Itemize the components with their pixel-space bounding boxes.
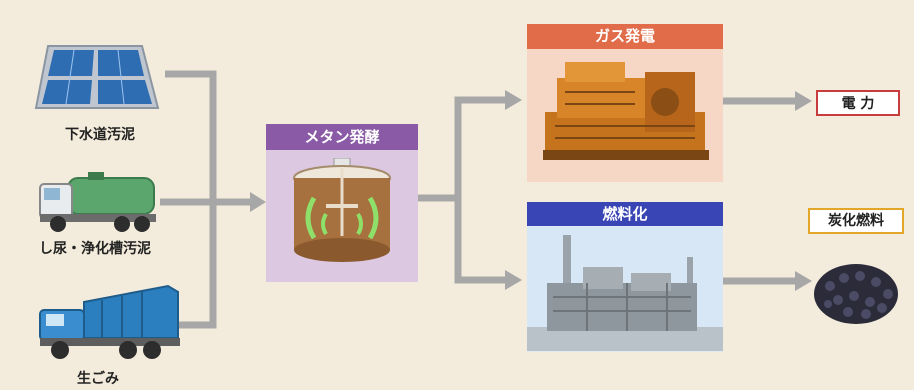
arrow-to-fuel [454, 198, 505, 284]
source-label-garbage: 生ごみ [77, 371, 119, 387]
arrowhead-gas [505, 90, 522, 110]
arrowhead-process [250, 192, 266, 212]
output-charcoal-fuel-box: 炭化燃料 [808, 208, 904, 234]
arrowhead-fuel [505, 270, 522, 290]
methane-fermentation-title: メタン発酵 [266, 124, 418, 150]
charcoal-pellets-icon [814, 264, 898, 324]
arrow-process-split [418, 96, 505, 202]
solar-panel-icon [34, 45, 160, 109]
tank-truck-icon [39, 172, 156, 232]
arrow-from-garbage [175, 300, 217, 329]
fuel-conversion-title: 燃料化 [527, 202, 723, 226]
source-label-night-soil: し尿・浄化槽汚泥 [39, 241, 151, 257]
fuel-plant-icon [527, 227, 723, 351]
methane-digester-icon [293, 158, 391, 262]
arrowhead-char [795, 271, 812, 291]
output-power-box: 電 力 [816, 90, 900, 116]
gas-power-title: ガス発電 [527, 24, 723, 49]
arrow-from-sewage [165, 70, 217, 305]
source-label-sewage: 下水道汚泥 [65, 127, 135, 143]
arrowhead-power [795, 91, 812, 111]
garbage-truck-icon [39, 284, 180, 359]
gas-generator-icon [543, 62, 709, 160]
